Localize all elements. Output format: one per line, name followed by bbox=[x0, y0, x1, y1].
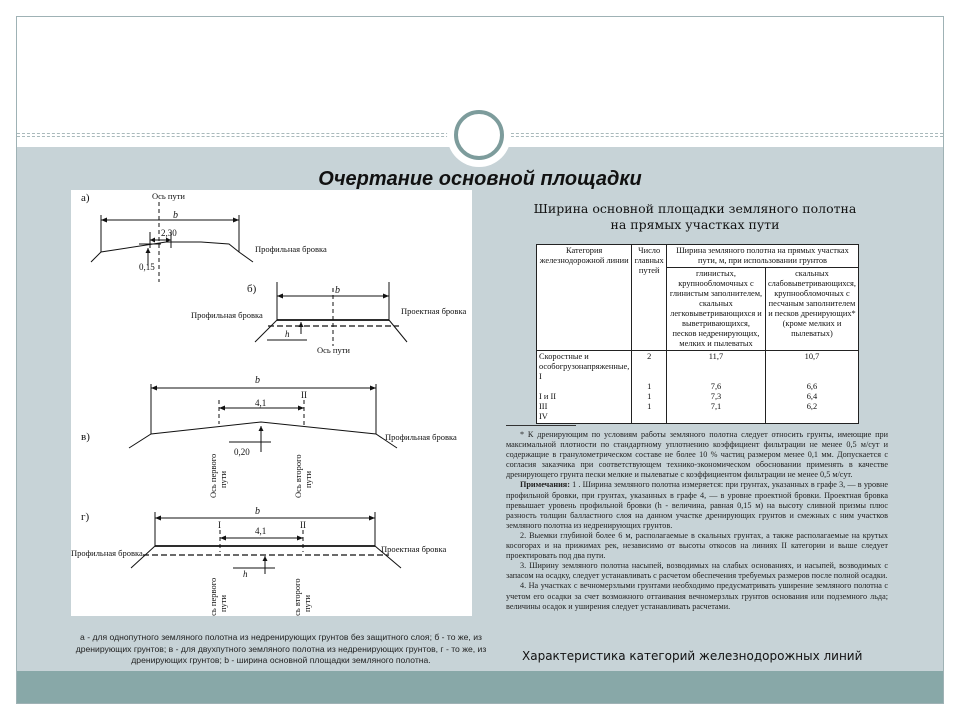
label-os-pervogo-v: Ось первого bbox=[208, 454, 218, 498]
label-profil-b: Профильная бровка bbox=[191, 310, 263, 320]
cell-clay: 11,7 7,6 7,3 7,1 bbox=[666, 350, 766, 424]
width-table: Категория железнодорожной линии Число гл… bbox=[535, 244, 860, 424]
label-41-g: 4,1 bbox=[255, 526, 266, 536]
figure-caption: а - для однопутного земляного полотна из… bbox=[75, 632, 487, 665]
footnote-rule bbox=[506, 425, 576, 426]
label-os-puti-a: Ось пути bbox=[152, 191, 185, 201]
cross-section-drawing: а) Ось пути b 2,30 0,15 Профильная бровк… bbox=[71, 191, 466, 616]
label-h-b: h bbox=[285, 329, 290, 339]
label-II-v: II bbox=[301, 390, 307, 400]
label-v: в) bbox=[81, 431, 90, 443]
slide-title: Очертание основной площадки bbox=[318, 168, 642, 190]
label-puti-2-g: пути bbox=[302, 594, 312, 612]
label-h-g: h bbox=[243, 569, 248, 579]
label-b-b: b bbox=[335, 285, 340, 296]
header-tracks: Число главных путей bbox=[631, 244, 668, 351]
label-41-v: 4,1 bbox=[255, 398, 266, 408]
categories-heading: Характеристика категорий железнодорожных… bbox=[522, 649, 863, 663]
cross-section-figure: а) Ось пути b 2,30 0,15 Профильная бровк… bbox=[71, 190, 472, 616]
label-proekt-b: Проектная бровка bbox=[401, 306, 466, 316]
header-width: Ширина земляного полотна на прямых участ… bbox=[666, 244, 859, 268]
label-020: 0,20 bbox=[234, 447, 250, 457]
section-b-slopes bbox=[254, 319, 278, 343]
label-puti-2-v: пути bbox=[303, 470, 313, 488]
label-I-g: I bbox=[218, 520, 221, 530]
label-g: г) bbox=[81, 511, 90, 523]
cell-tracks: 2 1 1 1 bbox=[631, 350, 668, 424]
label-230: 2,30 bbox=[161, 228, 177, 238]
label-os-vtorogo-g: Ось второго bbox=[292, 578, 302, 616]
table-title: Ширина основной площадки земляного полот… bbox=[530, 201, 860, 233]
table-title-line1: Ширина основной площадки земляного полот… bbox=[533, 201, 857, 216]
section-v-profile bbox=[128, 421, 398, 449]
circle-ornament-icon bbox=[454, 110, 504, 160]
header-clay: глинистых, крупнообломочных с глинистым … bbox=[666, 267, 766, 351]
cell-rock: 10,7 6,6 6,4 6,2 bbox=[764, 350, 860, 424]
label-b: б) bbox=[247, 283, 257, 295]
label-a: а) bbox=[81, 192, 90, 204]
notes-heading: Примечания: bbox=[520, 480, 570, 490]
note-1: 1 . Ширина земляного полотна измеряется:… bbox=[506, 480, 888, 530]
header-category: Категория железнодорожной линии bbox=[535, 244, 633, 351]
section-g-slopes bbox=[130, 545, 156, 569]
table-title-line2: на прямых участках пути bbox=[610, 217, 780, 232]
label-II-g: II bbox=[300, 520, 306, 530]
note-3: 3. Ширину земляного полотна насыпей, воз… bbox=[506, 561, 888, 581]
bottom-bar bbox=[17, 671, 943, 703]
section-a-profile bbox=[90, 241, 254, 263]
label-b-a: b bbox=[173, 210, 178, 221]
label-puti-1-g: пути bbox=[218, 594, 228, 612]
header-rock: скальных слабовыветривающихся, крупнообл… bbox=[764, 267, 860, 351]
footnote: * К дренирующим по условиям работы земля… bbox=[506, 430, 888, 480]
label-os-puti-b: Ось пути bbox=[317, 345, 350, 355]
label-profil-a: Профильная бровка bbox=[255, 244, 327, 254]
label-015: 0,15 bbox=[139, 262, 155, 272]
label-profil-g: Профильная бровка bbox=[71, 548, 143, 558]
cell-categories: Скоростные и особогрузонапряженные, I I … bbox=[535, 350, 633, 424]
label-b-g: b bbox=[255, 506, 260, 517]
note-2: 2. Выемки глубиной более 6 м, располагае… bbox=[506, 530, 888, 561]
label-puti-1-v: пути bbox=[218, 470, 228, 488]
label-profil-v: Профильная бровка bbox=[385, 432, 457, 442]
label-os-vtorogo-v: Ось второго bbox=[293, 454, 303, 498]
label-os-pervogo-g: Ось первого bbox=[208, 578, 218, 616]
note-4: 4. На участках с вечномерзлыми грунтами … bbox=[506, 581, 888, 611]
label-proekt-g: Проектная бровка bbox=[381, 544, 446, 554]
label-b-v: b bbox=[255, 375, 260, 386]
notes-block: * К дренирующим по условиям работы земля… bbox=[506, 425, 888, 612]
